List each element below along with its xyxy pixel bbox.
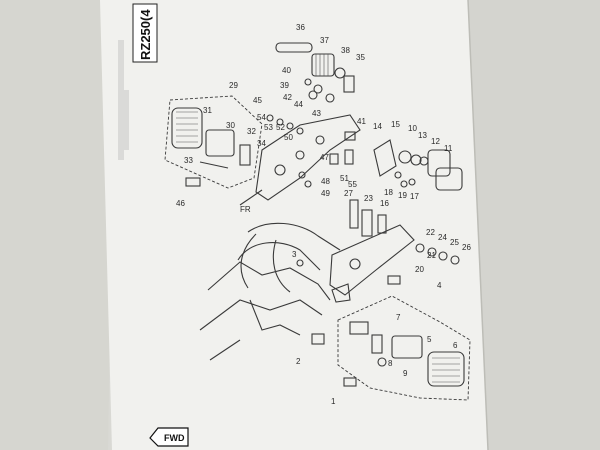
callout-12: 12 [431, 137, 440, 146]
model-tab-label: RZ250(4 [138, 9, 153, 60]
callout-35: 35 [356, 53, 365, 62]
callout-37: 37 [320, 36, 329, 45]
fwd-arrow: FWD [149, 427, 189, 447]
callout-24: 24 [438, 233, 447, 242]
callout-52: 52 [276, 123, 285, 132]
callout-30: 30 [226, 121, 235, 130]
callout-38: 38 [341, 46, 350, 55]
callout-7: 7 [396, 313, 401, 322]
callout-49: 49 [321, 189, 330, 198]
callout-43: 43 [312, 109, 321, 118]
frame-outline [199, 189, 341, 361]
upper-bracket [255, 114, 361, 201]
callout-41: 41 [357, 117, 366, 126]
model-tab-box [132, 3, 158, 63]
callout-39: 39 [280, 81, 289, 90]
callout-50: 50 [284, 133, 293, 142]
bleed-through-text [118, 40, 129, 160]
callout-20: 20 [415, 265, 424, 274]
callout-17: 17 [410, 192, 419, 201]
callout-40: 40 [282, 66, 291, 75]
callout-31: 31 [203, 106, 212, 115]
callout-23: 23 [364, 194, 373, 203]
callout-36: 36 [296, 23, 305, 32]
callout-15: 15 [391, 120, 400, 129]
callout-47: 47 [320, 153, 329, 162]
callout-25: 25 [450, 238, 459, 247]
callout-42: 42 [283, 93, 292, 102]
fwd-label: FWD [164, 433, 185, 443]
right-shaft-assembly [373, 139, 463, 191]
background-right [468, 0, 600, 450]
callout-55: 55 [348, 180, 357, 189]
callout-27: 27 [344, 189, 353, 198]
callout-21: 21 [427, 251, 436, 260]
callout-13: 13 [418, 131, 427, 140]
callout-46: 46 [176, 199, 185, 208]
callout-22: 22 [426, 228, 435, 237]
callout-34: 34 [257, 139, 266, 148]
background-paper [0, 0, 115, 450]
callout-1: 1 [331, 397, 336, 406]
left-footrest-group [164, 95, 263, 189]
callout-18: 18 [384, 188, 393, 197]
callout-54: 54 [257, 113, 266, 122]
fr-label: FR [240, 205, 251, 214]
callout-33: 33 [184, 156, 193, 165]
callout-5: 5 [427, 335, 432, 344]
callout-19: 19 [398, 191, 407, 200]
callout-9: 9 [403, 369, 408, 378]
callout-10: 10 [408, 124, 417, 133]
right-footrest-group [311, 295, 471, 401]
callout-2: 2 [296, 357, 301, 366]
callout-14: 14 [373, 122, 382, 131]
callout-26: 26 [462, 243, 471, 252]
callout-51: 51 [340, 174, 349, 183]
callout-3: 3 [292, 250, 297, 259]
callout-32: 32 [247, 127, 256, 136]
lower-bracket [329, 199, 460, 303]
callout-48: 48 [321, 177, 330, 186]
callout-8: 8 [388, 359, 393, 368]
upper-shaft-assembly [275, 42, 355, 103]
callout-29: 29 [229, 81, 238, 90]
callout-6: 6 [453, 341, 458, 350]
callout-45: 45 [253, 96, 262, 105]
callout-11: 11 [444, 144, 453, 153]
callout-44: 44 [294, 100, 303, 109]
callout-16: 16 [380, 199, 389, 208]
callout-4: 4 [437, 281, 442, 290]
callout-53: 53 [264, 123, 273, 132]
